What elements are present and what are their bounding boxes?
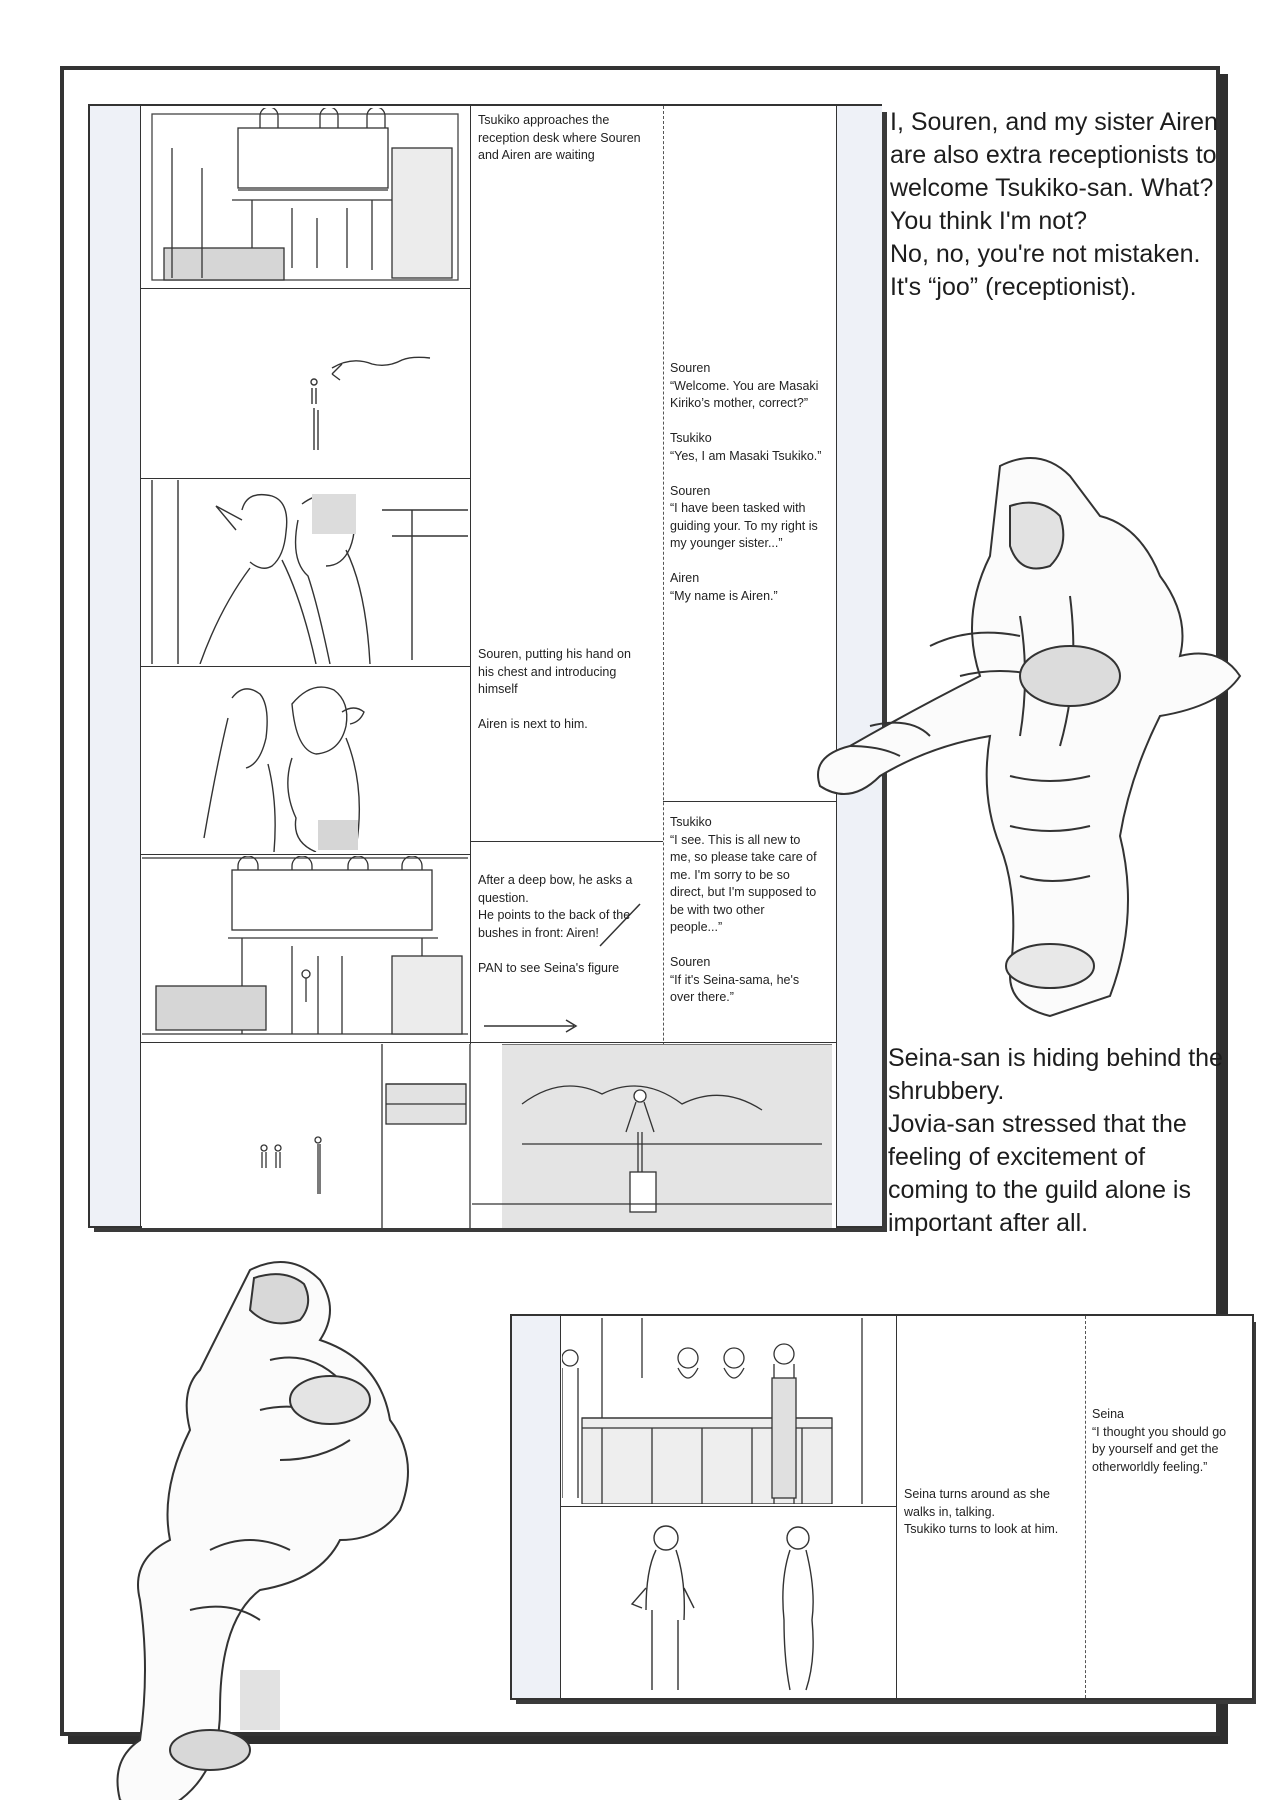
storyboard-panel-1 [142,108,468,286]
storyboard-bottom-margin [512,1316,560,1698]
storyboard-panel-3 [142,480,468,664]
note-panel5-action: After a deep bow, he asks a question. He… [478,873,633,975]
armored-figure-illustration [810,446,1260,1046]
narration-middle-right: Seina-san is hiding behind the shrubbery… [888,1044,1223,1237]
note-panel4-action: Souren, putting his hand on his chest an… [478,647,631,731]
storyboard-bottom-panel-1 [562,1318,894,1504]
note-panel3-dialogue: Souren “Welcome. You are Masaki Kiriko’s… [670,361,822,603]
storyboard-panel-4 [142,668,468,852]
note-panel5-dialogue: Tsukiko “I see. This is all new to me, s… [670,815,817,1004]
narration-top-right: I, Souren, and my sister Airen are also … [890,108,1218,301]
storyboard-right-margin [836,106,882,1226]
storyboard-margin [90,106,140,1226]
storyboard-panel-5 [142,856,468,1040]
storyboard-bottom: Seina “I thought you should go by yourse… [510,1314,1254,1700]
storyboard-top: Tsukiko approaches the reception desk wh… [88,104,882,1228]
note-bottom-panel1-dialogue: Seina “I thought you should go by yourse… [1092,1407,1227,1474]
storyboard-panel-6 [142,1044,836,1228]
storyboard-bottom-panel-2 [562,1508,894,1698]
note-panel1-action: Tsukiko approaches the reception desk wh… [478,113,641,162]
storyboard-panel-2 [142,290,468,476]
note-bottom-panel2-action: Seina turns around as she walks in, talk… [904,1487,1059,1536]
seated-figure-illustration [90,1250,470,1809]
pan-arrow-icon [484,903,641,1033]
